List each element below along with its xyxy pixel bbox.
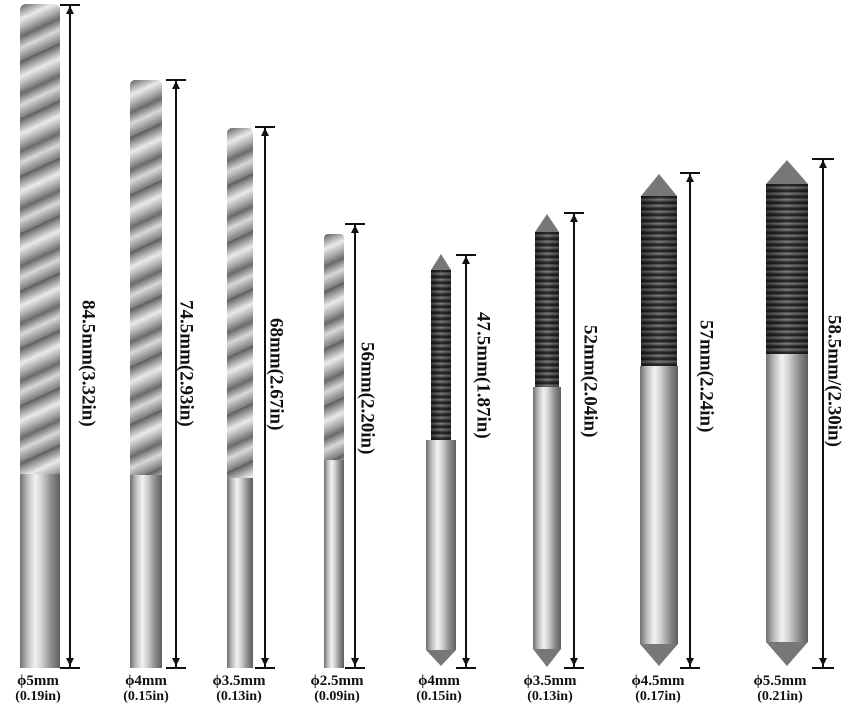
diameter-mm: ϕ3.5mm [523,673,577,689]
length-label: 84.5mm(3.32in) [77,300,99,427]
arrow-down-icon [66,658,74,666]
drill-shank [227,478,253,668]
length-label: 47.5mm(1.87in) [472,312,494,439]
dimension-cap-bottom [255,667,275,669]
dimension-cap-bottom [812,667,834,669]
length-label: 74.5mm(2.93in) [175,300,197,427]
dimension-cap-bottom [456,667,476,669]
dimension-line [573,213,575,667]
diameter-in: (0.13in) [216,688,262,704]
diameter-label: ϕ4mm (0.15in) [404,673,474,704]
diameter-in: (0.19in) [15,688,61,704]
diameter-label: ϕ5.5mm (0.21in) [740,673,820,704]
diameter-label: ϕ3.5mm (0.13in) [510,673,590,704]
tap-3-5mm [530,214,564,668]
length-label: 58.5mm/(2.30in) [823,315,845,447]
diameter-in: (0.15in) [416,688,462,704]
dimension-cap-bottom [60,667,80,669]
tap-square-end [766,642,808,666]
drill-shank [324,460,344,668]
tap-4mm [424,254,458,668]
arrow-down-icon [261,658,269,666]
diameter-in: (0.21in) [757,688,803,704]
tap-point [535,214,559,232]
tap-point [641,174,677,196]
diameter-mm: ϕ4mm [418,673,460,689]
tap-thread [431,270,451,440]
tap-5-5mm [762,160,812,668]
drill-shank [130,475,162,668]
dimension-line [175,80,177,667]
drill-shank [20,474,60,668]
drill-bit-3-5mm [226,128,254,668]
dimension-line [69,5,71,667]
arrow-up-icon [66,6,74,14]
dimension-line [354,224,356,667]
diameter-in: (0.13in) [527,688,573,704]
diameter-label: ϕ5mm (0.19in) [0,673,76,704]
drill-flute [227,128,253,478]
drill-flute [130,80,162,475]
drill-bit-2-5mm [323,234,345,668]
diameter-in: (0.09in) [314,688,360,704]
tap-point [431,254,451,270]
tap-thread [641,196,677,366]
tap-shank [426,440,456,650]
arrow-up-icon [570,214,578,222]
dimension-line [465,255,467,667]
tap-square-end [533,649,561,667]
tap-thread [766,184,808,354]
arrow-down-icon [686,658,694,666]
dimension-cap-bottom [345,667,365,669]
dimension-line [689,173,691,667]
diameter-label: ϕ4mm (0.15in) [108,673,184,704]
length-label: 57mm(2.24in) [695,320,717,433]
arrow-up-icon [351,225,359,233]
tap-square-end [640,644,678,666]
arrow-down-icon [462,658,470,666]
diameter-mm: ϕ2.5mm [310,673,364,689]
length-label: 68mm(2.67in) [265,318,287,431]
tap-4-5mm [636,174,682,668]
dimension-cap-bottom [680,667,700,669]
arrow-up-icon [172,81,180,89]
tap-shank [640,366,678,644]
tap-shank [766,354,808,642]
diameter-label: ϕ2.5mm (0.09in) [296,673,378,704]
arrow-down-icon [819,658,827,666]
arrow-up-icon [261,128,269,136]
arrow-down-icon [570,658,578,666]
dimension-cap-bottom [166,667,186,669]
tap-square-end [426,650,456,666]
tap-point [766,160,808,184]
drill-flute [324,234,344,460]
drill-flute [20,4,60,474]
diameter-mm: ϕ3.5mm [212,673,266,689]
diameter-in: (0.15in) [123,688,169,704]
arrow-down-icon [351,658,359,666]
drill-bit-5mm [18,4,62,668]
dimension-line [822,159,824,667]
diameter-label: ϕ4.5mm (0.17in) [618,673,698,704]
tap-shank [533,387,561,649]
tap-thread [535,232,559,387]
diameter-mm: ϕ5.5mm [753,673,807,689]
diameter-label: ϕ3.5mm (0.13in) [198,673,280,704]
diameter-mm: ϕ4.5mm [631,673,685,689]
diameter-mm: ϕ4mm [125,673,167,689]
length-label: 52mm(2.04in) [579,325,601,438]
arrow-up-icon [819,160,827,168]
length-label: 56mm(2.20in) [356,342,378,455]
diameter-mm: ϕ5mm [17,673,59,689]
arrow-up-icon [462,256,470,264]
diameter-in: (0.17in) [635,688,681,704]
arrow-up-icon [686,174,694,182]
dimension-cap-bottom [564,667,584,669]
dimension-line [264,127,266,667]
arrow-down-icon [172,658,180,666]
drill-bit-4mm [128,80,164,668]
